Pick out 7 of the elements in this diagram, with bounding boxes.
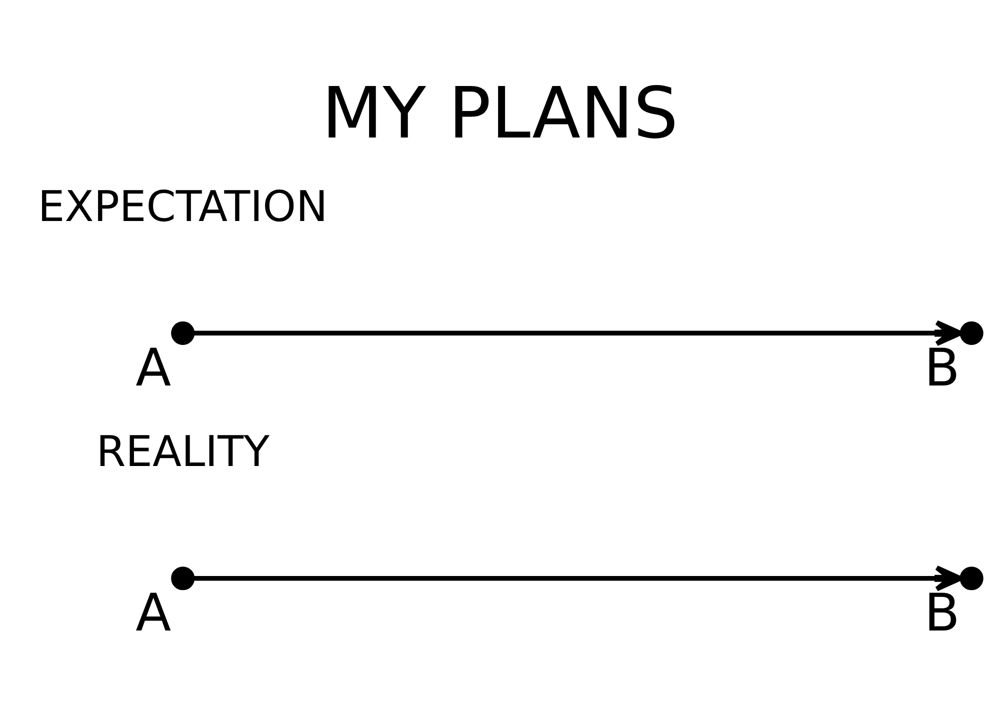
node-label: B [924,338,960,398]
label: EXPECTATION [38,182,328,232]
node-label: B [924,583,960,644]
label: REALITY [96,428,270,478]
node-label: A [136,583,172,644]
node-label: A [136,338,172,398]
diagram-title: MY PLANS [322,71,678,154]
